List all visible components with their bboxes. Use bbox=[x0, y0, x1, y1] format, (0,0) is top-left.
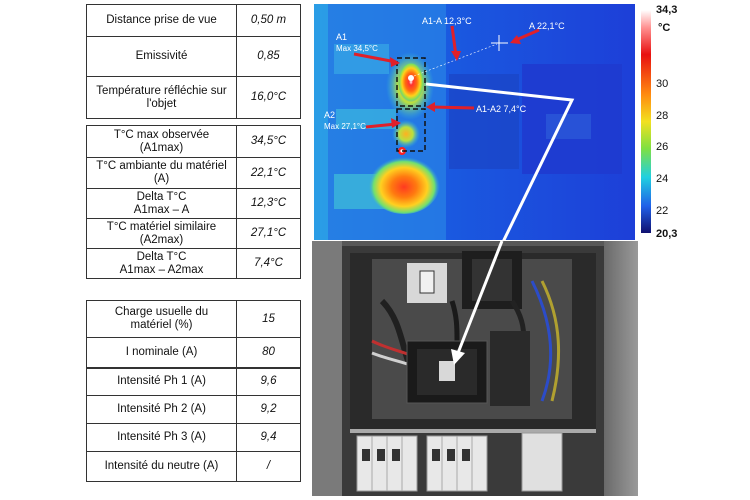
load-value: 9,2 bbox=[236, 395, 301, 424]
temp-value: 34,5°C bbox=[236, 125, 301, 158]
table-row: T°C matériel similaire (A2max)27,1°C bbox=[86, 218, 301, 249]
load-label: Intensité Ph 2 (A) bbox=[86, 395, 237, 424]
load-label: Intensité du neutre (A) bbox=[86, 451, 237, 482]
table-row: Intensité du neutre (A)/ bbox=[86, 451, 301, 482]
temp-value: 7,4°C bbox=[236, 248, 301, 279]
delta-a1-a2-label: A1-A2 7,4°C bbox=[476, 104, 527, 114]
electrical-panel-photo bbox=[312, 241, 638, 496]
temp-label: T°C ambiante du matériel (A) bbox=[86, 157, 237, 189]
scale-min-label: 20,3 bbox=[656, 228, 678, 240]
table-row: I nominale (A)80 bbox=[86, 337, 301, 369]
a2-max-label: Max 27,1°C bbox=[324, 122, 366, 131]
load-value: 9,6 bbox=[236, 367, 301, 396]
temperature-scale-bar bbox=[641, 10, 651, 233]
table-row: Intensité Ph 1 (A)9,6 bbox=[86, 367, 301, 396]
a1-label: A1 bbox=[336, 32, 347, 42]
delta-a1-a-label: A1-A 12,3°C bbox=[422, 16, 472, 26]
param-value: 16,0°C bbox=[236, 76, 301, 119]
load-label: Charge usuelle du matériel (%) bbox=[86, 300, 237, 338]
table-row: Charge usuelle du matériel (%)15 bbox=[86, 300, 301, 338]
temp-label: Delta T°C A1max – A bbox=[86, 188, 237, 219]
temp-value: 27,1°C bbox=[236, 218, 301, 249]
scale-tick-label: 28 bbox=[656, 110, 669, 122]
temperature-table: T°C max observée (A1max)34,5°C T°C ambia… bbox=[86, 125, 301, 279]
table-row: T°C max observée (A1max)34,5°C bbox=[86, 125, 301, 158]
table-row: Intensité Ph 3 (A)9,4 bbox=[86, 423, 301, 452]
scale-max-label: 34,3 bbox=[656, 4, 678, 16]
load-value: 15 bbox=[236, 300, 301, 338]
load-value: 9,4 bbox=[236, 423, 301, 452]
table-row: Intensité Ph 2 (A)9,2 bbox=[86, 395, 301, 424]
temp-label: Delta T°C A1max – A2max bbox=[86, 248, 237, 279]
load-value: 80 bbox=[236, 337, 301, 369]
temp-label: T°C max observée (A1max) bbox=[86, 125, 237, 158]
temp-value: 22,1°C bbox=[236, 157, 301, 189]
a2-label: A2 bbox=[324, 110, 335, 120]
thermal-image: A1 Max 34,5°C A1-A 12,3°C A 22,1°C A2 Ma… bbox=[314, 4, 635, 240]
param-label: Distance prise de vue bbox=[86, 4, 237, 37]
table-row: T°C ambiante du matériel (A)22,1°C bbox=[86, 157, 301, 189]
load-value: / bbox=[236, 451, 301, 482]
load-label: Intensité Ph 1 (A) bbox=[86, 367, 237, 396]
param-label: Emissivité bbox=[86, 36, 237, 77]
scale-unit-label: °C bbox=[658, 22, 671, 34]
scale-tick-label: 24 bbox=[656, 173, 669, 185]
temp-value: 12,3°C bbox=[236, 188, 301, 219]
a1-max-label: Max 34,5°C bbox=[336, 44, 378, 53]
scale-tick-label: 30 bbox=[656, 78, 669, 90]
param-value: 0,50 m bbox=[236, 4, 301, 37]
load-label: I nominale (A) bbox=[86, 337, 237, 369]
temp-label: T°C matériel similaire (A2max) bbox=[86, 218, 237, 249]
scale-tick-label: 26 bbox=[656, 141, 669, 153]
param-value: 0,85 bbox=[236, 36, 301, 77]
scale-tick-label: 22 bbox=[656, 205, 669, 217]
ambient-label: A 22,1°C bbox=[529, 21, 565, 31]
load-table: Charge usuelle du matériel (%)15 I nomin… bbox=[86, 300, 301, 482]
param-label: Température réfléchie sur l'objet bbox=[86, 76, 237, 119]
load-label: Intensité Ph 3 (A) bbox=[86, 423, 237, 452]
